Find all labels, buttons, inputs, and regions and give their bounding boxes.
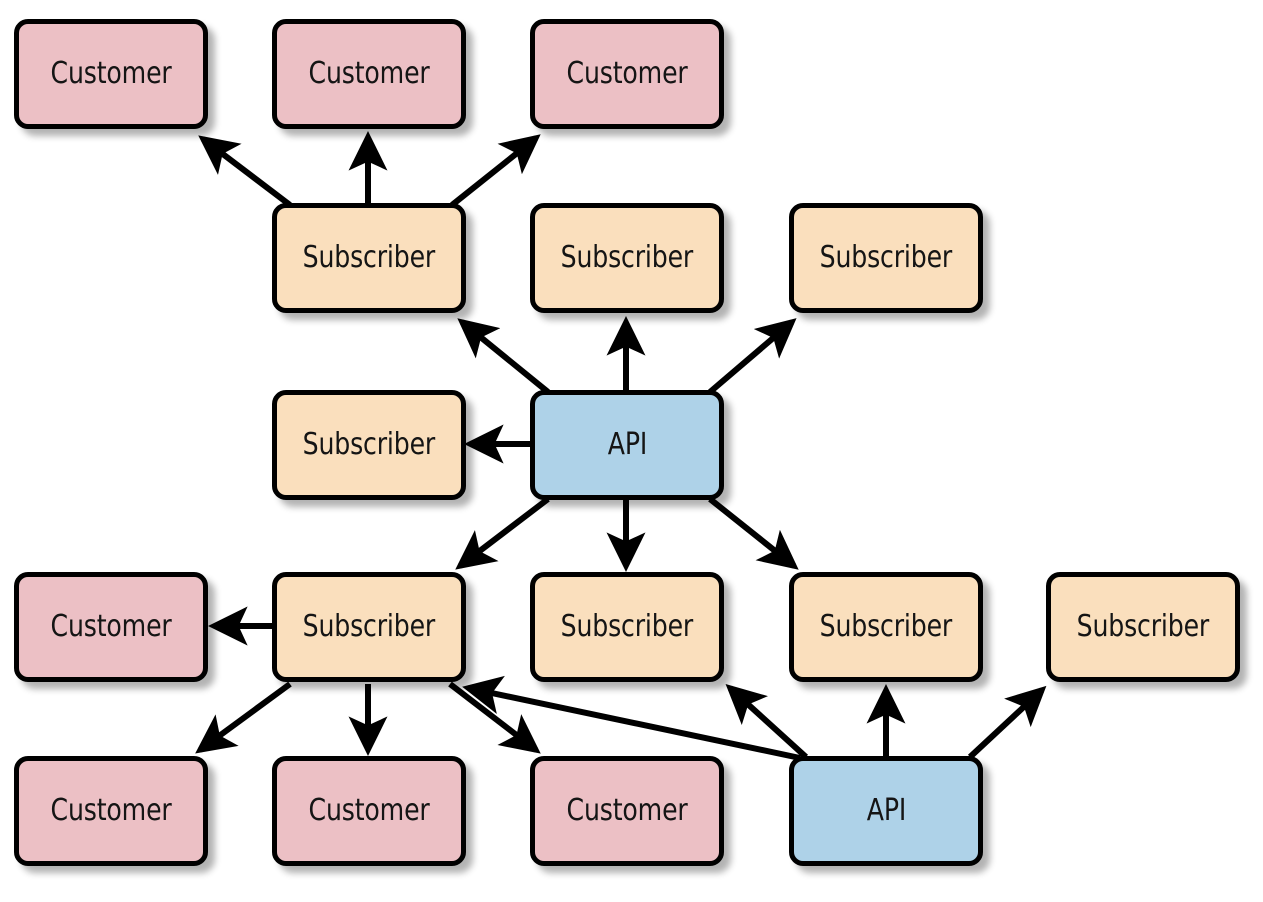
node-label: Subscriber — [819, 609, 953, 644]
node-subscriber[interactable]: Subscriber — [272, 390, 466, 500]
node-label: Subscriber — [302, 240, 436, 275]
node-label: Customer — [308, 793, 430, 828]
node-subscriber[interactable]: Subscriber — [272, 203, 466, 313]
node-customer[interactable]: Customer — [14, 19, 208, 129]
node-subscriber[interactable]: Subscriber — [1046, 572, 1240, 682]
node-label: Customer — [50, 609, 172, 644]
node-subscriber[interactable]: Subscriber — [272, 572, 466, 682]
node-customer[interactable]: Customer — [530, 756, 724, 866]
node-label: Customer — [308, 56, 430, 91]
node-label: Customer — [566, 56, 688, 91]
node-api[interactable]: API — [789, 756, 983, 866]
node-label: Customer — [50, 793, 172, 828]
node-label: Subscriber — [560, 609, 694, 644]
node-label: Subscriber — [819, 240, 953, 275]
node-customer[interactable]: Customer — [14, 756, 208, 866]
node-api[interactable]: API — [530, 390, 724, 500]
node-label: API — [866, 793, 906, 828]
node-subscriber[interactable]: Subscriber — [530, 572, 724, 682]
node-label: Subscriber — [1076, 609, 1210, 644]
node-label: Customer — [566, 793, 688, 828]
node-subscriber[interactable]: Subscriber — [789, 203, 983, 313]
node-customer[interactable]: Customer — [530, 19, 724, 129]
node-label: Subscriber — [560, 240, 694, 275]
node-label: Subscriber — [302, 609, 436, 644]
node-label: Subscriber — [302, 427, 436, 462]
node-label: API — [607, 427, 647, 462]
node-label: Customer — [50, 56, 172, 91]
node-customer[interactable]: Customer — [272, 19, 466, 129]
node-subscriber[interactable]: Subscriber — [789, 572, 983, 682]
node-subscriber[interactable]: Subscriber — [530, 203, 724, 313]
node-customer[interactable]: Customer — [14, 572, 208, 682]
node-customer[interactable]: Customer — [272, 756, 466, 866]
